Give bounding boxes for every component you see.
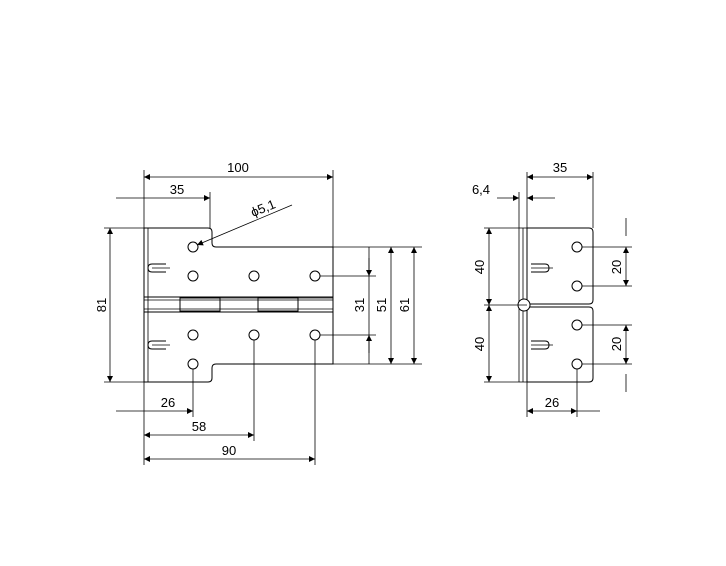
dim-text-upper-leaf: 40 [472, 260, 487, 274]
hole [309, 270, 321, 282]
extension-lines [104, 170, 422, 465]
dim-text-top-offset: 35 [170, 182, 184, 197]
hinge-outline [143, 227, 334, 383]
dim-text-thickness: 6,4 [472, 182, 490, 197]
hole [248, 329, 260, 341]
dim-text-lower-leaf: 40 [472, 337, 487, 351]
dim-text-outer-height: 61 [397, 298, 412, 312]
upper-leaf-outline [526, 227, 594, 305]
dim-text-mid-height: 51 [374, 298, 389, 312]
hole [571, 280, 583, 292]
dim-text-upper-pitch: 20 [609, 260, 624, 274]
mounting-holes [187, 241, 321, 370]
hole [571, 319, 583, 331]
side-extension-lines [484, 172, 632, 417]
dim-text-inner-height: 31 [352, 298, 367, 312]
hole [571, 241, 583, 253]
dim-text-hole-row-1: 26 [161, 395, 175, 410]
hole [187, 329, 199, 341]
hole [187, 270, 199, 282]
dim-text-hole-offset: 26 [545, 395, 559, 410]
dim-text-overall-width: 100 [227, 160, 249, 175]
hole [571, 358, 583, 370]
dim-text-hole-row-3: 90 [222, 443, 236, 458]
lower-leaf-outline [526, 306, 594, 383]
dim-text-overall-height: 81 [94, 298, 109, 312]
side-slots [531, 263, 553, 350]
hole [248, 270, 260, 282]
hole [187, 358, 199, 370]
side-holes [571, 241, 583, 370]
side-view: 6,4 35 40 40 20 20 26 [472, 160, 632, 417]
hinge-slots [147, 263, 170, 350]
hole [309, 329, 321, 341]
dim-text-side-width: 35 [553, 160, 567, 175]
dim-text-hole-row-2: 58 [192, 419, 206, 434]
front-view: 100 35 ϕ5,1 81 31 51 61 26 58 90 [94, 160, 422, 465]
leader-hole-diameter [196, 204, 293, 246]
dim-text-hole-diameter: ϕ5,1 [249, 196, 278, 219]
hinge-knuckle [143, 296, 334, 313]
dim-text-lower-pitch: 20 [609, 337, 624, 351]
hole [187, 241, 199, 253]
